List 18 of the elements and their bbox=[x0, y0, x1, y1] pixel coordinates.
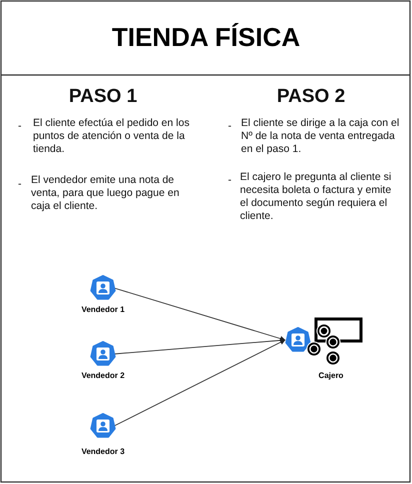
arrow bbox=[114, 338, 286, 354]
bullet-dash: - bbox=[228, 120, 232, 133]
node-label: Vendedor 1 bbox=[80, 305, 126, 314]
bullet-dash: - bbox=[18, 178, 22, 191]
step-text: El cliente efectúa el pedido en los puntos de atención o venta de la tienda. bbox=[33, 117, 190, 156]
node-label: Cajero bbox=[318, 371, 344, 380]
bullet-dash: - bbox=[228, 174, 232, 187]
node-label: Vendedor 3 bbox=[80, 447, 126, 456]
step-text: El cajero le pregunta al cliente si necesita boleta o factura y emite el documento según requiera el cliente. bbox=[240, 171, 392, 223]
node-label: Vendedor 2 bbox=[80, 371, 126, 380]
step-text: El cliente se dirige a la caja con el Nº de la nota de venta entregada en el paso 1. bbox=[241, 117, 400, 156]
arrow bbox=[114, 288, 286, 342]
arrow bbox=[114, 340, 286, 426]
title: TIENDA FÍSICA bbox=[110, 22, 302, 53]
step-heading: PASO 1 bbox=[68, 90, 138, 103]
step-text: El vendedor emite una nota de venta, para que luego pague en caja el cliente. bbox=[31, 174, 180, 213]
step-heading: PASO 2 bbox=[276, 90, 346, 103]
bullet-dash: - bbox=[18, 120, 22, 133]
